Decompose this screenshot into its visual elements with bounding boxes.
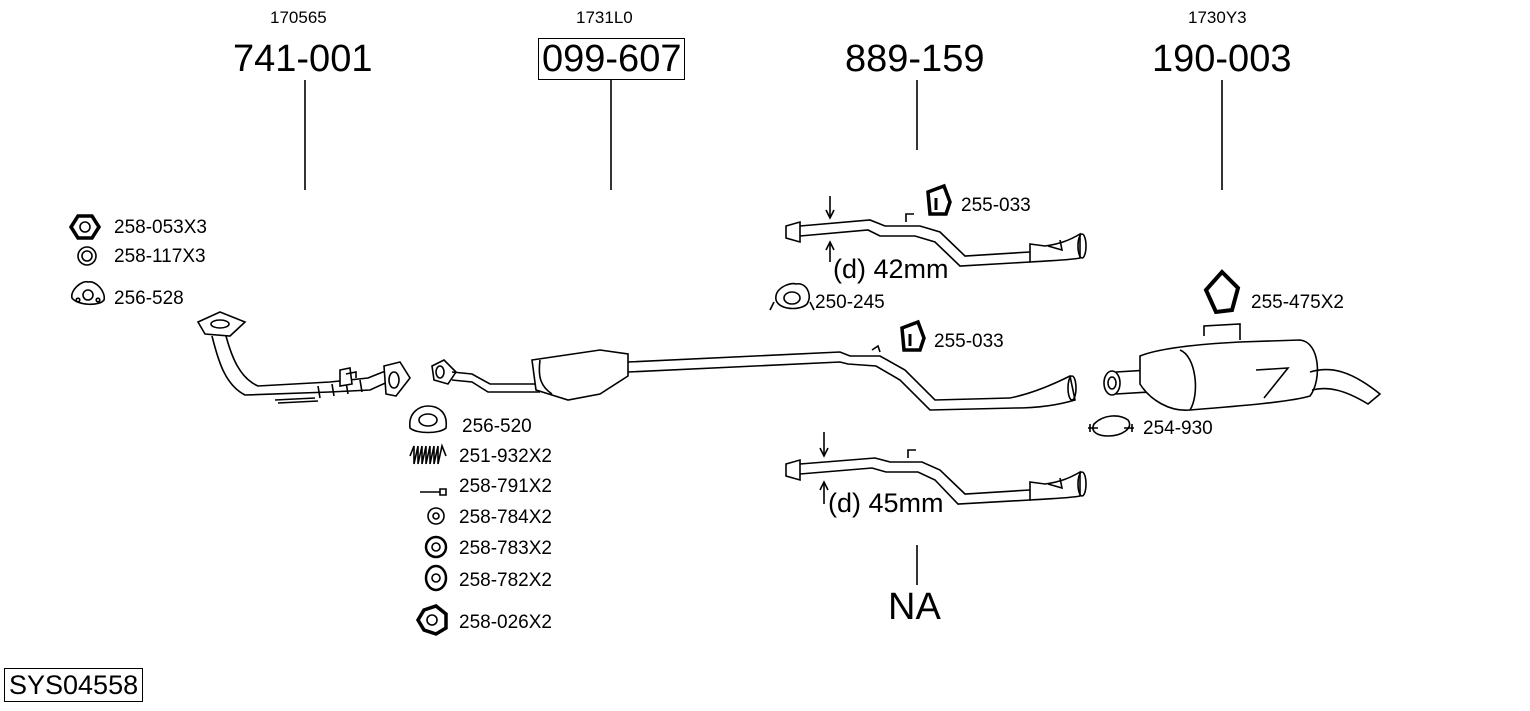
- washer-icon-784: [427, 507, 445, 525]
- part-label-spring[interactable]: 251-932X2: [459, 446, 552, 467]
- dimension-label-upper: (d) 42mm: [833, 254, 949, 284]
- ref-label-2: 1731L0: [576, 8, 633, 27]
- ref-label-4: 1730Y3: [1188, 8, 1247, 27]
- part-label-hanger-a[interactable]: 255-033: [961, 195, 1031, 216]
- part-label-washer-a[interactable]: 258-784X2: [459, 507, 552, 528]
- part-label-clamp-b[interactable]: 254-930: [1143, 418, 1213, 439]
- hanger-icon-a: [926, 183, 952, 216]
- part-label-washer-b[interactable]: 258-783X2: [459, 538, 552, 559]
- hanger-icon-b: [900, 319, 926, 352]
- rear-silencer-drawing: [1103, 323, 1382, 411]
- part-label-gasket-b[interactable]: 256-520: [462, 416, 532, 437]
- na-label: NA: [888, 586, 941, 628]
- ref-label-1: 170565: [270, 8, 327, 27]
- gasket-icon-256-520: [409, 405, 448, 434]
- dimension-label-lower: (d) 45mm: [828, 488, 944, 518]
- clamp-icon-250-245: [775, 282, 811, 310]
- washer-icon-782: [424, 564, 448, 592]
- part-number-190-003[interactable]: 190-003: [1152, 38, 1292, 80]
- rear-pipe-42mm-drawing: [785, 196, 1087, 267]
- centre-pipe-drawing: [431, 344, 1077, 411]
- bolt-icon: [420, 488, 447, 496]
- part-label-gasket-a[interactable]: 256-528: [114, 288, 184, 309]
- nut-icon: [68, 214, 102, 240]
- nut-icon-026: [415, 604, 448, 636]
- clamp-icon-254-930: [1092, 415, 1131, 437]
- part-label-ring-a[interactable]: 258-117X3: [114, 246, 206, 267]
- part-label-nut-a[interactable]: 258-053X3: [114, 217, 207, 238]
- spring-icon: [409, 443, 447, 465]
- part-label-clamp-a[interactable]: 250-245: [815, 292, 885, 313]
- ring-icon: [77, 246, 97, 266]
- front-pipe-drawing: [196, 311, 411, 404]
- system-id: SYS04558: [4, 668, 144, 702]
- part-label-hanger-c[interactable]: 255-475X2: [1251, 292, 1344, 313]
- part-label-washer-c[interactable]: 258-782X2: [459, 570, 552, 591]
- part-label-nut-b[interactable]: 258-026X2: [459, 612, 552, 633]
- part-number-889-159[interactable]: 889-159: [845, 38, 985, 80]
- part-number-741-001[interactable]: 741-001: [233, 38, 373, 80]
- part-label-hanger-b[interactable]: 255-033: [934, 331, 1004, 352]
- part-number-099-607[interactable]: 099-607: [538, 38, 686, 80]
- hanger-icon-c: [1203, 269, 1241, 315]
- rear-pipe-45mm-drawing: [785, 432, 1087, 505]
- part-label-bolt[interactable]: 258-791X2: [459, 476, 552, 497]
- gasket-icon-256-528: [71, 280, 106, 306]
- washer-icon-783: [424, 535, 448, 559]
- nut-hole: [79, 221, 91, 233]
